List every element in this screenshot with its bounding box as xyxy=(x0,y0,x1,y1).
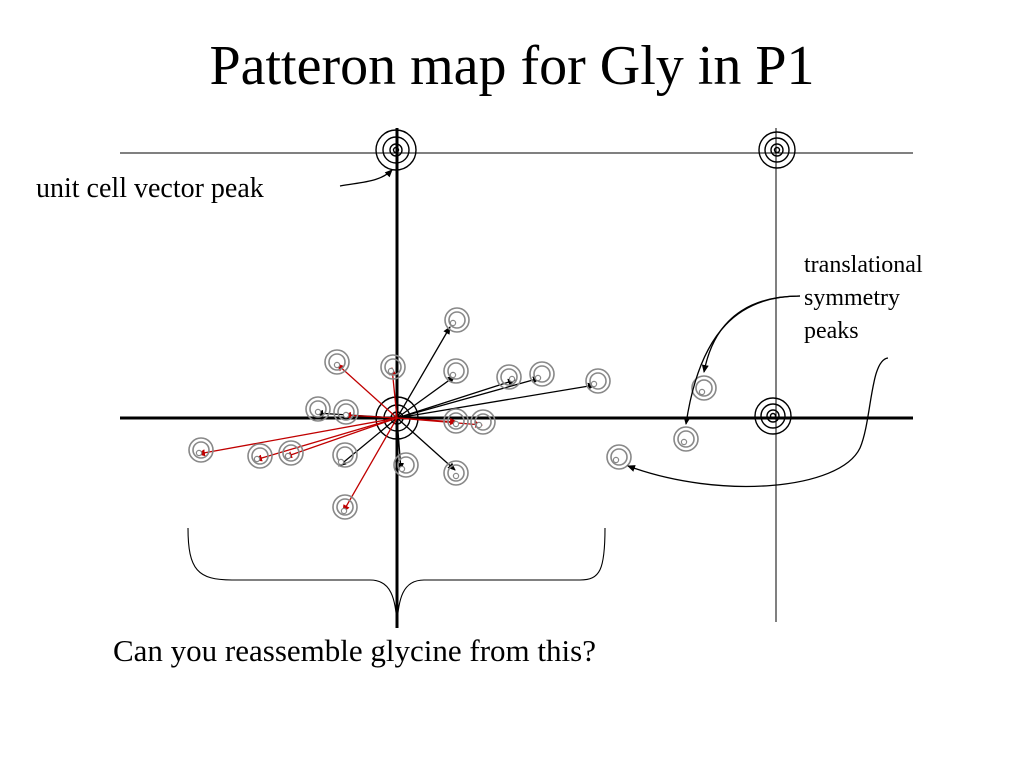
patterson-peak xyxy=(278,440,304,466)
patterson-peak xyxy=(380,354,406,380)
translational-label-line-1: translational xyxy=(804,252,923,278)
translated-peak-pointer-arrow xyxy=(627,357,889,488)
translated-peak xyxy=(691,375,717,401)
lattice-peak-right xyxy=(754,397,792,435)
lattice-peak-top-left xyxy=(375,129,417,171)
vector-black xyxy=(396,376,541,419)
patterson-peak xyxy=(393,452,419,478)
patterson-peak xyxy=(305,396,331,422)
patterson-peak xyxy=(444,307,470,333)
unit-cell-pointer-arrow xyxy=(339,169,393,187)
annotation-arrows xyxy=(339,169,889,488)
vector-black xyxy=(396,417,404,471)
patterson-peak xyxy=(443,358,469,384)
translational-pointer-arrow-lower xyxy=(683,295,801,425)
vector-red xyxy=(389,367,398,419)
unit-cell-vector-peak-label: unit cell vector peak xyxy=(36,173,264,204)
patterson-peak xyxy=(585,368,611,394)
patterson-peak xyxy=(332,494,358,520)
vector-red xyxy=(336,363,398,419)
slide-title: Patteron map for Gly in P1 xyxy=(209,35,815,97)
lattice-peak-top-right xyxy=(758,131,796,169)
vector-black xyxy=(396,375,456,419)
lattice-peaks xyxy=(375,129,796,440)
vector-black xyxy=(396,326,451,419)
question-caption: Can you reassemble glycine from this? xyxy=(113,633,596,668)
patterson-peak xyxy=(333,399,359,425)
vector-black xyxy=(396,417,456,471)
translated-peak xyxy=(606,444,632,470)
patterson-peak xyxy=(324,349,350,375)
patterson-peak xyxy=(496,364,522,390)
patterson-peak xyxy=(443,408,469,434)
patterson-peaks xyxy=(188,307,717,520)
vector-red xyxy=(254,417,398,462)
translational-symmetry-peaks-label: translational symmetry peaks xyxy=(804,249,923,348)
translated-peak xyxy=(673,426,699,452)
patterson-peak xyxy=(332,442,358,468)
vector-red xyxy=(197,417,398,457)
vector-black xyxy=(338,417,398,467)
patterson-peak xyxy=(443,460,469,486)
patterson-peak xyxy=(529,361,555,387)
vector-red xyxy=(284,417,398,459)
vector-black xyxy=(396,378,516,419)
vector-black xyxy=(396,382,596,419)
translational-label-line-2: symmetry xyxy=(804,285,900,311)
curly-brace xyxy=(187,527,606,623)
patterson-peak xyxy=(247,443,273,469)
patterson-peak xyxy=(470,409,496,435)
translational-label-line-3: peaks xyxy=(804,318,859,344)
patterson-peak xyxy=(188,437,214,463)
